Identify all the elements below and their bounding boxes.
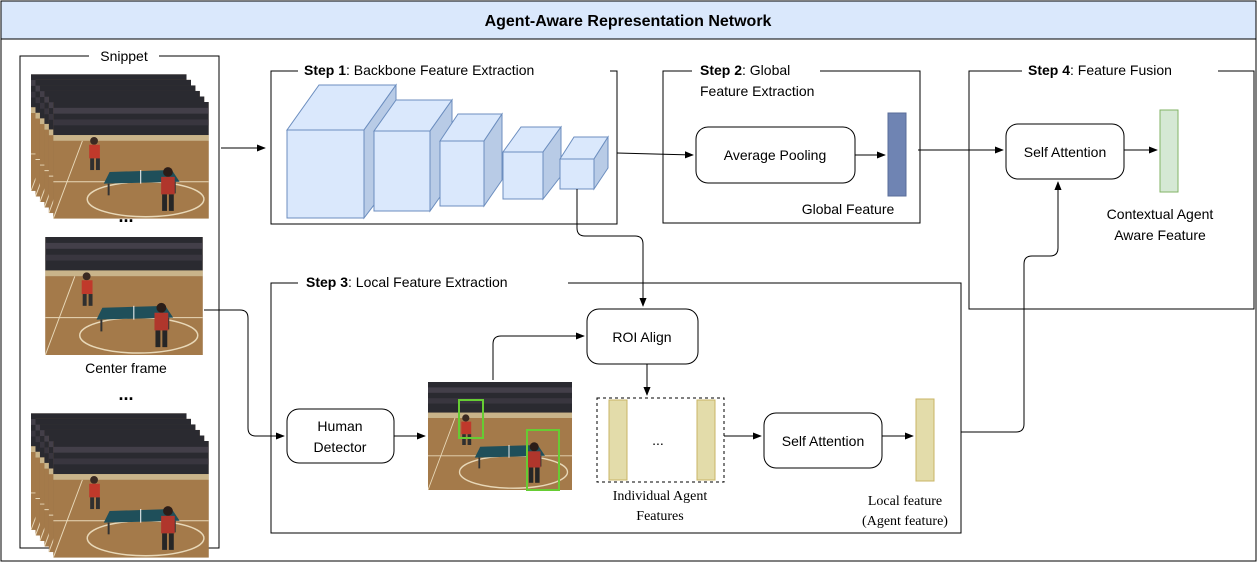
ellipsis-bottom: ... bbox=[118, 384, 133, 404]
arrow-backbone-to-pooling bbox=[616, 151, 694, 159]
snippet-label: Snippet bbox=[100, 48, 148, 64]
roi-align-box bbox=[586, 308, 699, 365]
center-frame-image bbox=[45, 237, 203, 355]
global-feature-label: Global Feature bbox=[802, 201, 895, 217]
center-frame-label: Center frame bbox=[85, 360, 167, 376]
snippet-frames-top bbox=[31, 74, 209, 218]
fusion-self-attention-box bbox=[1005, 123, 1125, 180]
fusion-self-attention-label: Self Attention bbox=[1024, 144, 1107, 160]
local-self-attention-label: Self Attention bbox=[782, 433, 865, 449]
step1-title: Step 1: Backbone Feature Extraction bbox=[304, 62, 534, 78]
average-pooling-label: Average Pooling bbox=[724, 147, 826, 163]
contextual-feature-line1: Contextual Agent bbox=[1107, 206, 1214, 222]
roi-align-label: ROI Align bbox=[612, 329, 671, 345]
step2-title-line1: Step 2: Global bbox=[700, 62, 790, 78]
step3-title: Step 3: Local Feature Extraction bbox=[306, 274, 508, 290]
agent-feature-bar-2 bbox=[696, 399, 716, 481]
arrow-image-to-roi bbox=[492, 332, 585, 380]
connectors bbox=[204, 144, 1158, 440]
step2-title-line2: Feature Extraction bbox=[700, 83, 814, 99]
step4-title: Step 4: Feature Fusion bbox=[1028, 62, 1172, 78]
individual-agent-label-line1: Individual Agent bbox=[613, 489, 708, 504]
local-self-attention-box bbox=[763, 412, 883, 469]
contextual-feature-line2: Aware Feature bbox=[1114, 227, 1206, 243]
global-feature-bar bbox=[887, 112, 907, 197]
arrow-local-to-fusion bbox=[961, 181, 1062, 433]
detection-image bbox=[428, 381, 572, 491]
detection-box-2 bbox=[526, 429, 560, 491]
title-bar bbox=[0, 0, 1257, 40]
diagram-title: Agent-Aware Representation Network bbox=[485, 13, 772, 30]
step3-group bbox=[270, 282, 962, 534]
agent-feature-dots: ... bbox=[652, 432, 664, 448]
detection-box-1 bbox=[458, 399, 484, 439]
individual-agent-label-line2: Features bbox=[636, 509, 683, 524]
individual-agent-features-group bbox=[596, 397, 725, 483]
arrow-center-to-detector bbox=[204, 309, 285, 440]
backbone-cubes bbox=[286, 83, 609, 220]
snippet-frames-bottom bbox=[31, 413, 209, 557]
human-detector-line2: Detector bbox=[314, 439, 367, 455]
ellipsis-top: ... bbox=[118, 206, 133, 226]
human-detector-line1: Human bbox=[317, 418, 362, 434]
local-feature-line1: Local feature bbox=[868, 494, 942, 509]
agent-feature-bar-1 bbox=[608, 399, 628, 481]
local-feature-line2: (Agent feature) bbox=[862, 514, 948, 529]
arrow-backbone-to-roi bbox=[576, 189, 647, 307]
contextual-feature-bar bbox=[1159, 109, 1179, 193]
local-feature-bar bbox=[915, 398, 935, 482]
